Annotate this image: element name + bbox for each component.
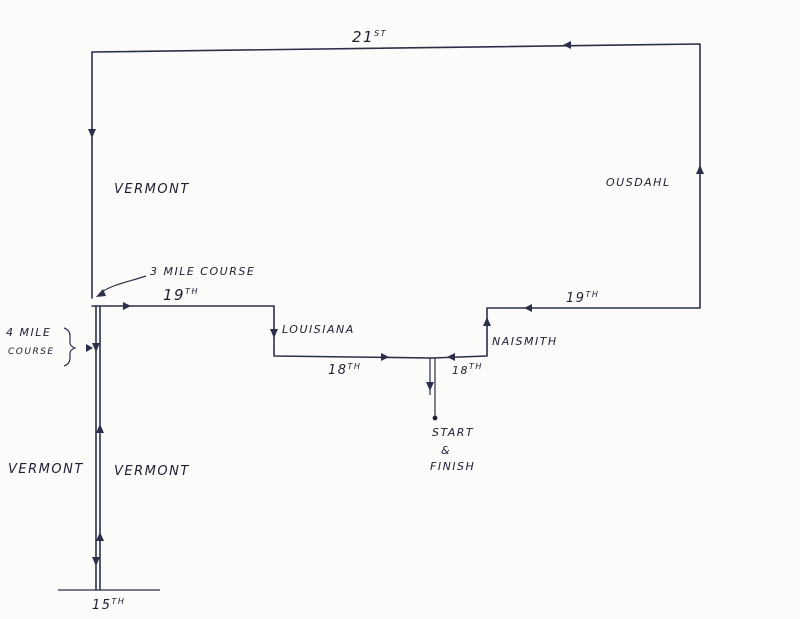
arrow-icon-vermont-down-1	[92, 343, 100, 352]
route-19th-louisiana-18th	[91, 305, 433, 359]
arrow-icon-18th-left	[381, 353, 389, 361]
four-mile-brace	[63, 327, 93, 367]
arrow-icon-21st	[563, 41, 571, 49]
label-ousdahl: OUSDAHL	[606, 176, 671, 189]
arrow-icon-19th-left	[123, 302, 131, 310]
start-finish-dot	[432, 415, 438, 421]
label-18th-left: 18TH	[328, 362, 361, 378]
label-louisiana: LOUISIANA	[282, 323, 355, 336]
label-naismith: NAISMITH	[492, 335, 558, 348]
label-21st: 21ST	[352, 28, 387, 46]
label-vermont-upper: VERMONT	[114, 182, 190, 197]
three-mile-pointer	[96, 275, 147, 297]
note-four-mile-line1: 4 MILE	[6, 326, 51, 339]
arrow-icon-louisiana	[270, 329, 278, 338]
course-notes: 3 MILE COURSE 4 MILE COURSE START & FINI…	[6, 265, 475, 473]
label-vermont-lower-left: VERMONT	[8, 462, 84, 477]
direction-arrows	[88, 41, 704, 566]
note-start: START	[432, 426, 474, 439]
label-vermont-lower-right: VERMONT	[114, 464, 190, 479]
label-18th-right: 18TH	[452, 362, 483, 377]
arrow-icon-18th-right	[447, 353, 455, 361]
arrow-icon-vermont-up-1	[96, 424, 104, 433]
route-outer-loop	[91, 43, 701, 359]
arrow-icon-naismith	[483, 317, 491, 326]
arrow-icon-ousdahl	[696, 165, 704, 174]
arrow-icon-vermont-up-2	[96, 532, 104, 541]
route-lines	[58, 43, 701, 591]
note-ampersand: &	[441, 444, 451, 457]
label-19th-right: 19TH	[566, 290, 599, 306]
arrow-icon-finish-down	[426, 382, 434, 391]
arrow-icon-19th-right	[524, 304, 532, 312]
note-finish: FINISH	[430, 460, 475, 473]
arrow-icon-vermont-down-2	[92, 557, 100, 566]
label-19th-left: 19TH	[163, 286, 199, 304]
note-three-mile-course: 3 MILE COURSE	[150, 265, 255, 278]
street-labels: 21ST VERMONT OUSDAHL 19TH 19TH LOUISIANA…	[8, 28, 671, 613]
arrow-icon-vermont-upper	[88, 129, 96, 138]
label-15th: 15TH	[92, 597, 125, 613]
note-four-mile-line2: COURSE	[8, 347, 55, 357]
